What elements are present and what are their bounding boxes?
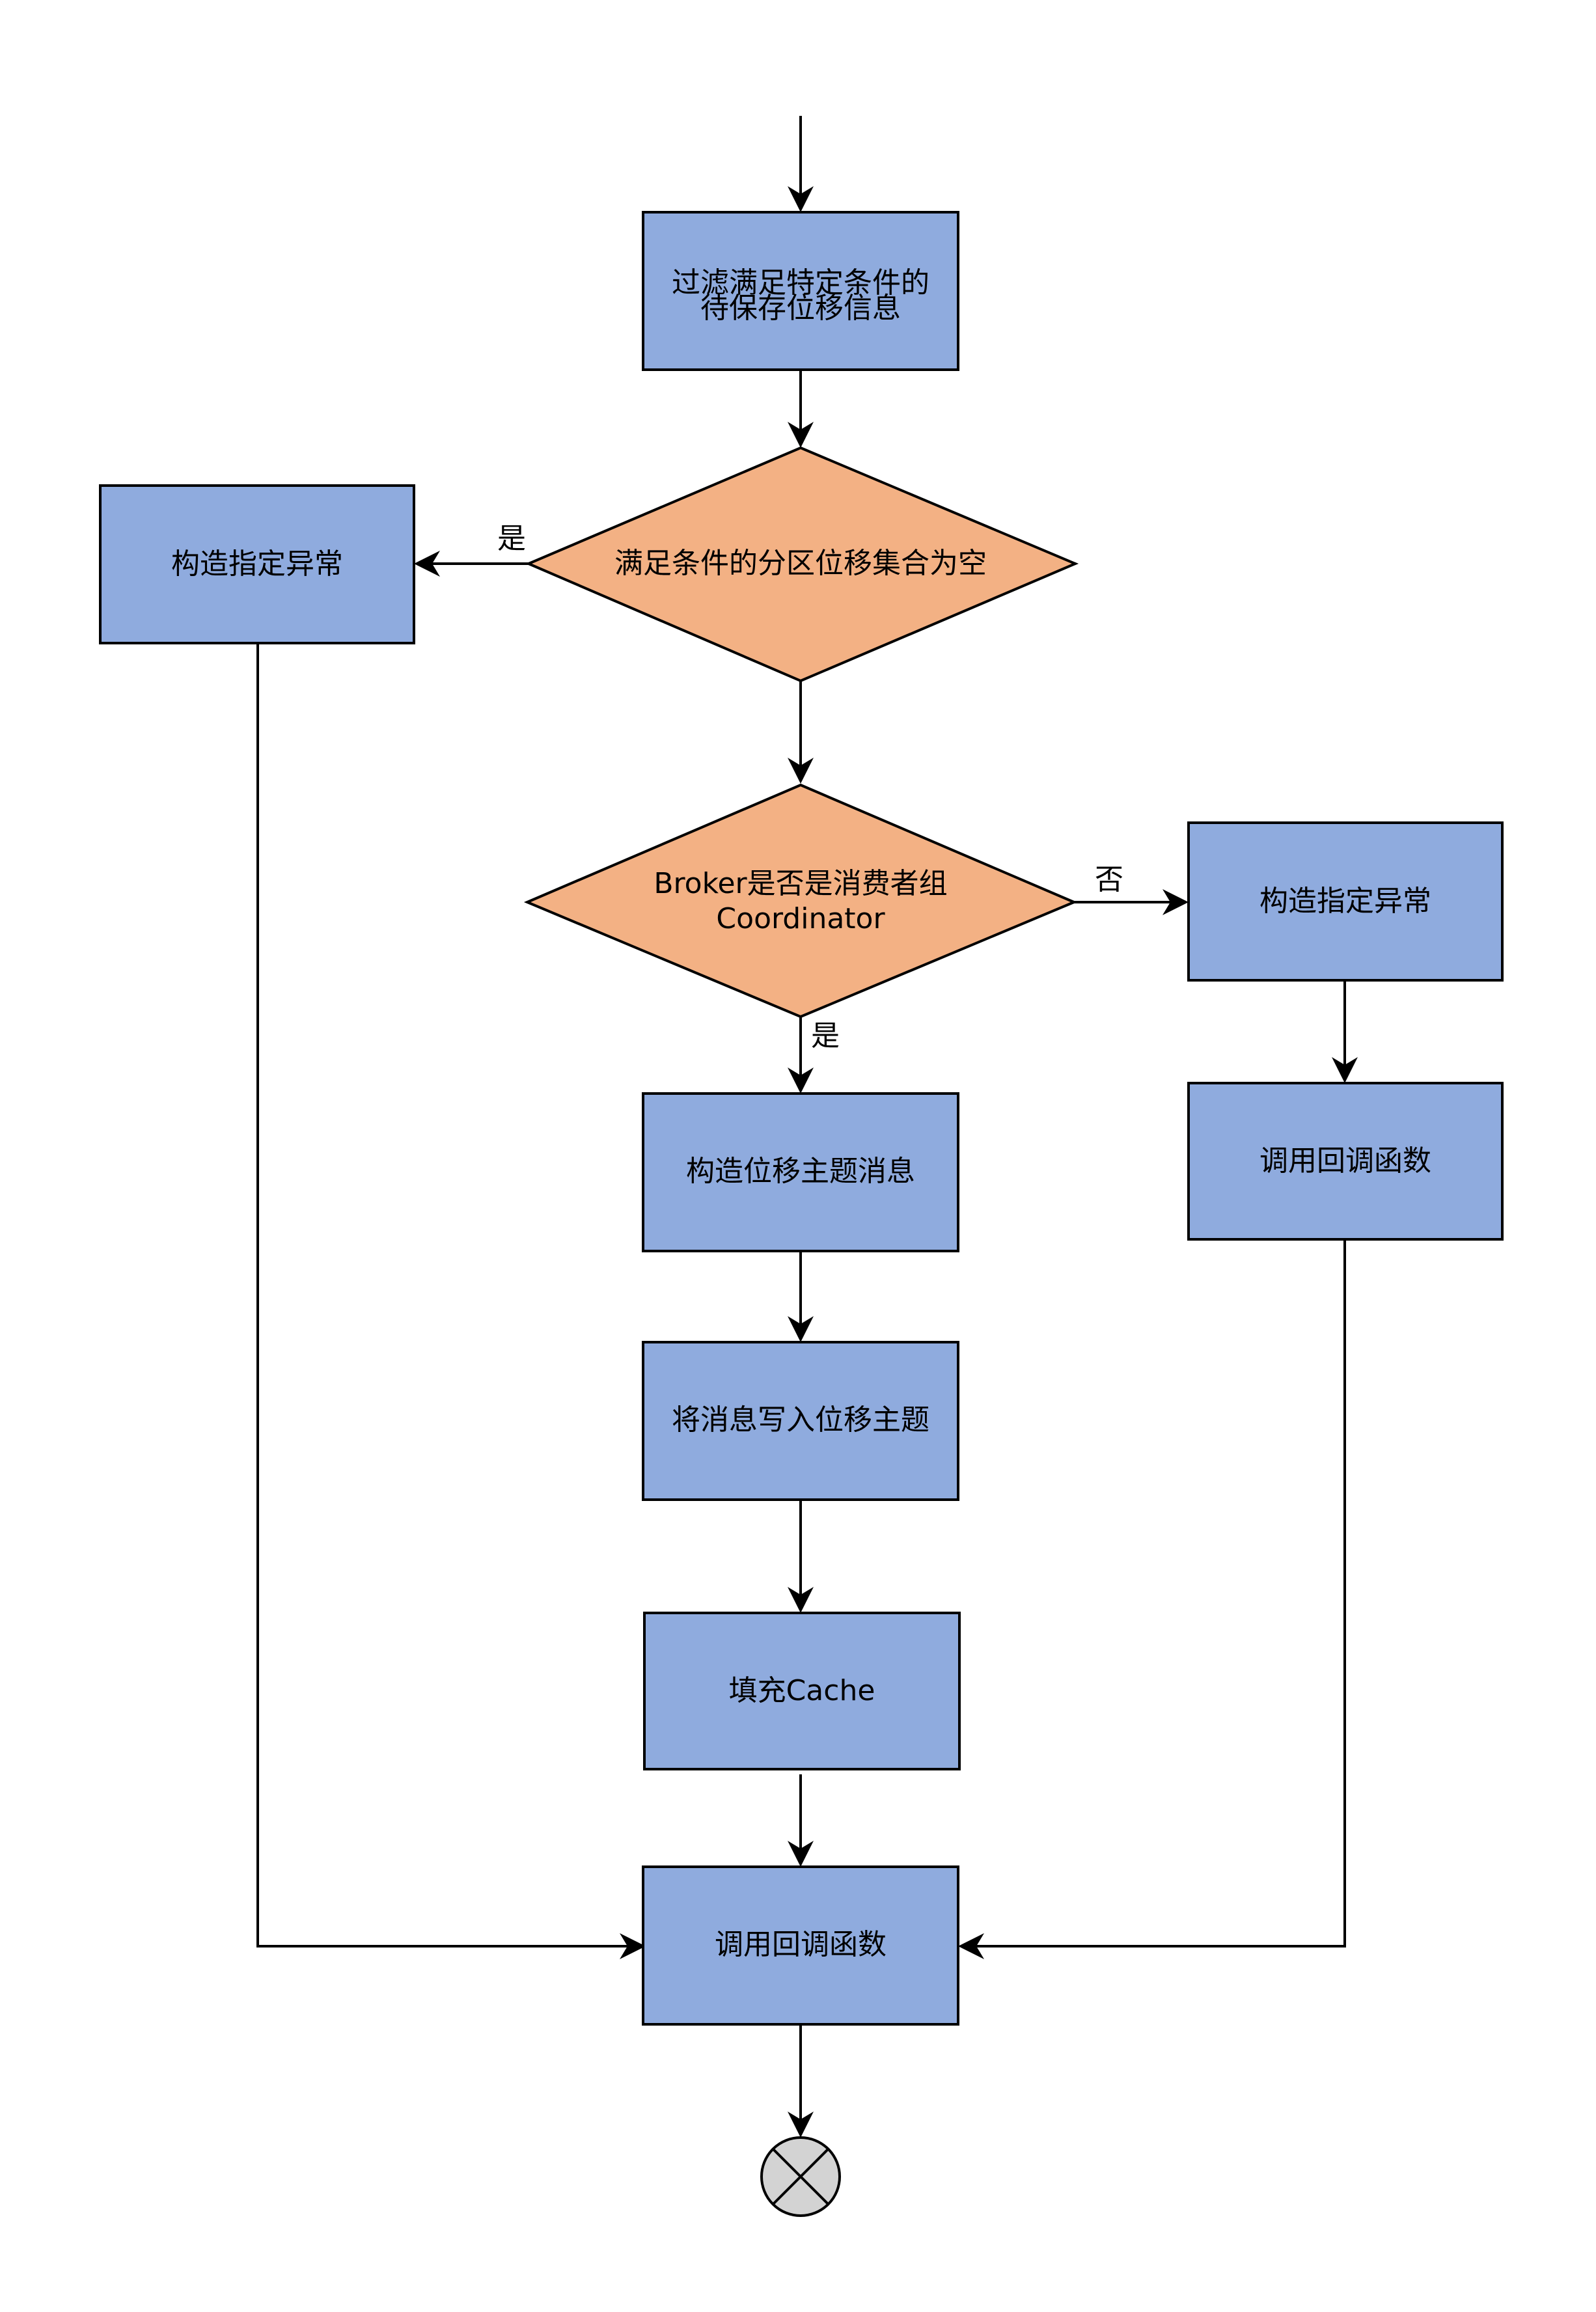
decision-broker-line1: Broker是否是消费者组 bbox=[654, 867, 947, 900]
callback-right-box: 调用回调函数 bbox=[1187, 1082, 1504, 1241]
callback-final-box: 调用回调函数 bbox=[642, 1865, 959, 2026]
callback-right-label: 调用回调函数 bbox=[1259, 1144, 1431, 1177]
edge-label-broker-no: 否 bbox=[1095, 863, 1123, 896]
decision-empty-set-diamond bbox=[525, 446, 1079, 683]
decision-broker-coordinator: Broker是否是消费者组 Coordinator bbox=[523, 783, 1078, 1019]
decision-broker-line2: Coordinator bbox=[716, 902, 885, 935]
terminator-cross-b bbox=[772, 2148, 829, 2205]
edge-exception-left-to-callback-final bbox=[256, 643, 646, 1959]
edge-label-broker-yes: 是 bbox=[811, 1019, 840, 1053]
decision-empty-set-label: 满足条件的分区位移集合为空 bbox=[614, 547, 987, 580]
build-message-label: 构造位移主题消息 bbox=[686, 1155, 915, 1188]
callback-final-label: 调用回调函数 bbox=[715, 1928, 887, 1961]
fill-cache-rect bbox=[643, 1612, 961, 1770]
decision-empty-set: 满足条件的分区位移集合为空 bbox=[525, 446, 1079, 683]
filter-process-rect bbox=[642, 211, 959, 371]
exception-right-rect bbox=[1187, 821, 1504, 982]
build-message-rect bbox=[642, 1092, 959, 1252]
exception-left-box: 构造指定异常 bbox=[99, 484, 415, 644]
edge-label-empty-yes: 是 bbox=[497, 522, 526, 555]
filter-process-box: 过滤满足特定条件的 待保存位移信息 bbox=[642, 211, 959, 371]
exception-right-label: 构造指定异常 bbox=[1259, 885, 1431, 918]
build-message-box: 构造位移主题消息 bbox=[642, 1092, 959, 1252]
filter-process-line2: 待保存位移信息 bbox=[700, 292, 901, 325]
circle-x-terminator-icon bbox=[760, 2136, 841, 2217]
write-message-label: 将消息写入位移主题 bbox=[672, 1403, 929, 1437]
exception-left-label: 构造指定异常 bbox=[171, 547, 343, 581]
write-message-rect bbox=[642, 1341, 959, 1501]
callback-right-rect bbox=[1187, 1082, 1504, 1241]
edge-callback-right-to-callback-final bbox=[958, 1239, 1346, 1959]
decision-broker-diamond bbox=[523, 783, 1078, 1019]
exception-left-rect bbox=[99, 484, 415, 644]
fill-cache-label: 填充Cache bbox=[729, 1674, 875, 1707]
callback-final-rect bbox=[642, 1865, 959, 2026]
filter-process-line1: 过滤满足特定条件的 bbox=[672, 266, 929, 299]
write-message-box: 将消息写入位移主题 bbox=[642, 1341, 959, 1501]
exception-right-box: 构造指定异常 bbox=[1187, 821, 1504, 982]
fill-cache-box: 填充Cache bbox=[643, 1612, 961, 1770]
